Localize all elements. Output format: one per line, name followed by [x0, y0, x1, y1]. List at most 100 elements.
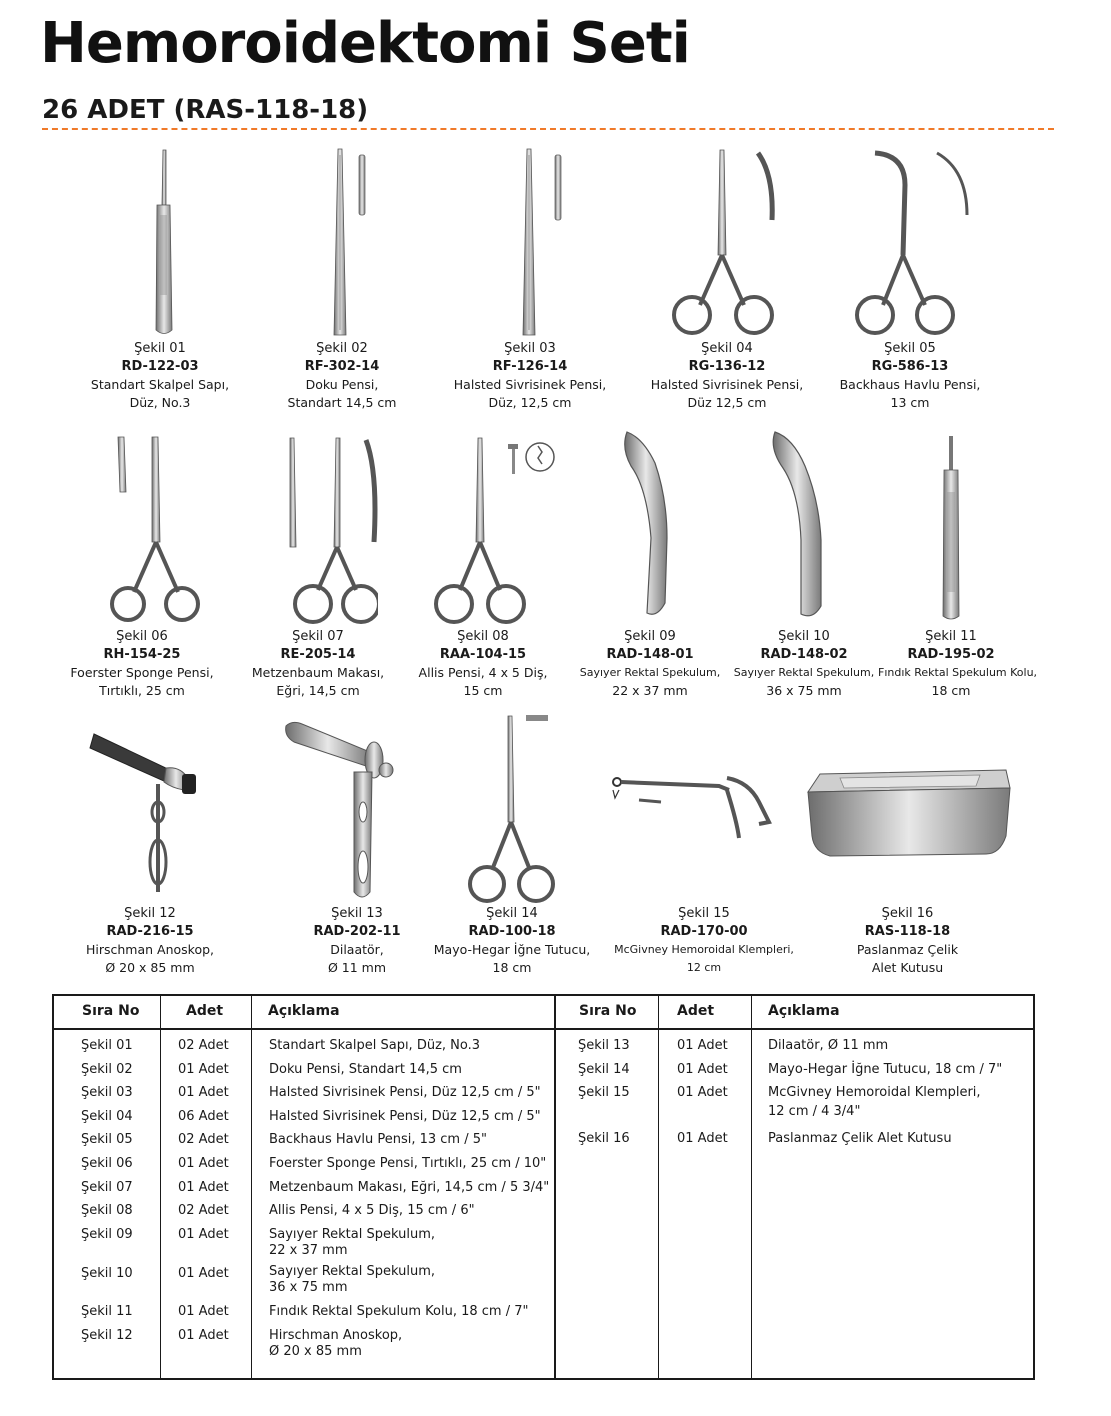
row-no: Şekil 10	[81, 1266, 133, 1281]
row-adet: 01 Adet	[677, 1085, 728, 1100]
instrument-card-06: Şekil 06 RH-154-25 Foerster Sponge Pensi…	[62, 432, 222, 700]
item-code: RAD-195-02	[907, 647, 995, 662]
item-desc: Ø 20 x 85 mm	[105, 960, 195, 975]
row-adet: 06 Adet	[178, 1109, 229, 1124]
row-desc-line2: Ø 20 x 85 mm	[269, 1344, 362, 1359]
row-no: Şekil 11	[81, 1304, 133, 1319]
item-desc: Standart Skalpel Sapı,	[90, 377, 230, 392]
item-desc: Metzenbaum Makası,	[251, 665, 385, 680]
row-no: Şekil 03	[81, 1085, 133, 1100]
item-desc: 13 cm	[890, 395, 930, 410]
row-desc-line2: 22 x 37 mm	[269, 1243, 348, 1258]
item-desc: Sayıyer Rektal Spekulum,	[579, 666, 721, 679]
item-desc: Halsted Sivrisinek Pensi,	[650, 377, 804, 392]
item-code: RAD-170-00	[660, 924, 748, 939]
instrument-card-13: Şekil 13 RAD-202-11 Dilaatör, Ø 11 mm	[262, 712, 452, 977]
row-desc: Metzenbaum Makası, Eğri, 14,5 cm / 5 3/4…	[269, 1180, 550, 1195]
row-adet: 01 Adet	[677, 1038, 728, 1053]
row-no: Şekil 04	[81, 1109, 133, 1124]
instrument-card-11: Şekil 11 RAD-195-02 Fındık Rektal Spekul…	[878, 432, 1037, 700]
row-no: Şekil 12	[81, 1328, 133, 1343]
item-desc: Foerster Sponge Pensi,	[70, 665, 214, 680]
row-adet: 02 Adet	[178, 1038, 229, 1053]
header-aciklama: Açıklama	[768, 1003, 840, 1019]
item-desc: 18 cm	[492, 960, 532, 975]
instrument-card-02: Şekil 02 RF-302-14 Doku Pensi, Standart …	[272, 145, 412, 412]
column-divider	[751, 996, 752, 1378]
speculum-handle-illustration	[942, 436, 960, 620]
item-caption: Şekil 01	[134, 341, 186, 356]
item-code: RAD-148-01	[606, 647, 694, 662]
item-caption: Şekil 16	[881, 906, 934, 921]
halsted-mosquito-clamp-illustration	[672, 149, 775, 335]
item-code: RD-122-03	[121, 359, 199, 374]
item-desc: Sayıyer Rektal Spekulum,	[733, 666, 875, 679]
header-sira-no: Sıra No	[579, 1003, 637, 1019]
row-desc: Mayo-Hegar İğne Tutucu, 18 cm / 7"	[768, 1062, 1003, 1077]
item-caption: Şekil 09	[624, 629, 676, 644]
row-no: Şekil 06	[81, 1156, 133, 1171]
item-desc: Ø 11 mm	[327, 960, 387, 975]
item-desc: Mayo-Hegar İğne Tutucu,	[433, 942, 591, 957]
row-desc: Foerster Sponge Pensi, Tırtıklı, 25 cm /…	[269, 1156, 547, 1171]
row-adet: 01 Adet	[178, 1180, 229, 1195]
item-code: RH-154-25	[103, 647, 181, 662]
row-desc: Backhaus Havlu Pensi, 13 cm / 5"	[269, 1132, 487, 1147]
row-no: Şekil 02	[81, 1062, 133, 1077]
instrument-card-15: Şekil 15 RAD-170-00 McGivney Hemoroidal …	[604, 712, 804, 977]
item-desc: Backhaus Havlu Pensi,	[839, 377, 981, 392]
header-sira-no: Sıra No	[82, 1003, 140, 1019]
item-code: RAA-104-15	[439, 647, 527, 662]
item-caption: Şekil 03	[504, 341, 556, 356]
column-divider	[160, 996, 161, 1378]
row-desc: Hirschman Anoskop,	[269, 1328, 403, 1343]
instrument-card-05: Şekil 05 RG-586-13 Backhaus Havlu Pensi,…	[830, 145, 990, 412]
instrument-card-08: Şekil 08 RAA-104-15 Allis Pensi, 4 x 5 D…	[408, 432, 558, 700]
row-adet: 01 Adet	[178, 1304, 229, 1319]
item-desc: Halsted Sivrisinek Pensi,	[453, 377, 607, 392]
row-adet: 01 Adet	[178, 1227, 229, 1242]
row-adet: 01 Adet	[178, 1266, 229, 1281]
item-desc: Tırtıklı, 25 cm	[99, 683, 185, 698]
item-desc: Düz 12,5 cm	[687, 395, 767, 410]
item-desc: McGivney Hemoroidal Klempleri,	[614, 943, 794, 956]
orange-dashed-divider	[42, 128, 1054, 130]
item-caption: Şekil 14	[486, 906, 538, 921]
item-code: RF-302-14	[304, 359, 380, 374]
row-desc: Standart Skalpel Sapı, Düz, No.3	[269, 1038, 481, 1053]
item-desc: Dilaatör,	[330, 942, 384, 957]
needle-holder-illustration	[468, 715, 555, 903]
row-desc: Sayıyer Rektal Spekulum,	[269, 1264, 435, 1279]
item-code: RAD-100-18	[468, 924, 556, 939]
row-adet: 01 Adet	[677, 1131, 728, 1146]
item-caption: Şekil 15	[678, 906, 730, 921]
item-caption: Şekil 10	[778, 629, 830, 644]
row-adet: 01 Adet	[677, 1062, 728, 1077]
table-header-row	[54, 996, 1033, 1030]
metzenbaum-scissors-illustration	[289, 437, 378, 624]
item-desc: Eğri, 14,5 cm	[276, 683, 360, 698]
item-desc: Alet Kutusu	[871, 960, 944, 975]
row-no: Şekil 01	[81, 1038, 133, 1053]
item-caption: Şekil 13	[331, 906, 383, 921]
instrument-card-03: Şekil 03 RF-126-14 Halsted Sivrisinek Pe…	[450, 145, 610, 412]
rectal-speculum-small-illustration	[624, 431, 668, 615]
row-no: Şekil 09	[81, 1227, 133, 1242]
instrument-card-04: Şekil 04 RG-136-12 Halsted Sivrisinek Pe…	[644, 145, 810, 412]
row-no: Şekil 05	[81, 1132, 133, 1147]
instrument-card-14: Şekil 14 RAD-100-18 Mayo-Hegar İğne Tutu…	[432, 712, 592, 977]
column-divider	[658, 996, 659, 1378]
instrument-card-09: Şekil 09 RAD-148-01 Sayıyer Rektal Speku…	[575, 428, 725, 700]
row-adet: 01 Adet	[178, 1328, 229, 1343]
mosquito-forceps-illustration	[522, 148, 562, 336]
item-desc: 15 cm	[463, 683, 503, 698]
row-desc: Paslanmaz Çelik Alet Kutusu	[768, 1131, 952, 1146]
row-desc: Sayıyer Rektal Spekulum,	[269, 1227, 435, 1242]
row-desc: Doku Pensi, Standart 14,5 cm	[269, 1062, 462, 1077]
row-no: Şekil 13	[578, 1038, 630, 1053]
row-desc: Fındık Rektal Spekulum Kolu, 18 cm / 7"	[269, 1304, 529, 1319]
item-desc: 12 cm	[686, 961, 722, 974]
row-desc: Halsted Sivrisinek Pensi, Düz 12,5 cm / …	[269, 1085, 541, 1100]
item-desc: Hirschman Anoskop,	[85, 942, 215, 957]
item-code: RAD-202-11	[313, 924, 401, 939]
